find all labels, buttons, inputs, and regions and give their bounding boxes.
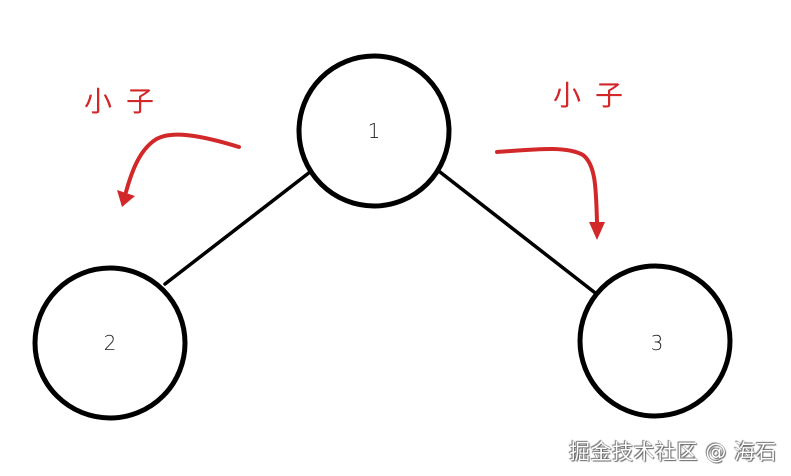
node-3-circle [577,263,733,419]
node-1-circle [296,53,452,209]
watermark: 掘金技术社区 @ 海石 [569,440,777,464]
node-1-label: 1 [367,119,381,143]
left-arrowhead-icon [117,190,135,207]
left-child-annotation: 小子 [84,85,169,118]
node-3-label: 3 [650,331,664,355]
node-2-circle [32,265,188,421]
right-child-annotation: 小子 [553,79,638,112]
right-arrowhead-icon [589,222,605,240]
node-2-label: 2 [103,331,117,355]
left-arrow [124,132,241,194]
edge-1-2 [163,170,312,286]
right-arrow [495,147,599,224]
edge-1-3 [438,170,596,294]
